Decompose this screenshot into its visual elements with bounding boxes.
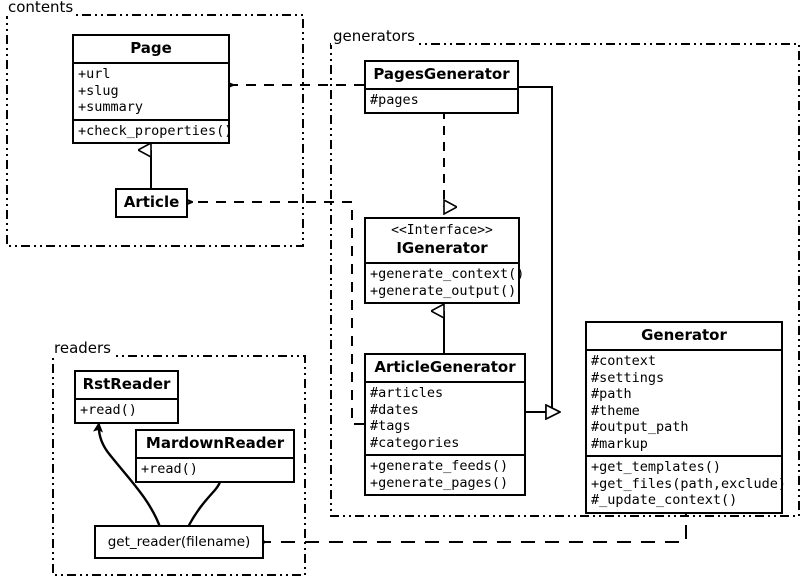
class-box-pages-generator[interactable]: PagesGenerator #pages: [364, 60, 519, 114]
class-operations-article-generator: +generate_feeds() +generate_pages(): [366, 454, 524, 494]
class-title-mardown-reader: MardownReader: [145, 434, 285, 452]
attribute: +url: [78, 66, 111, 82]
class-box-rst-reader[interactable]: RstReader +read(): [74, 370, 179, 424]
attribute: #articles: [370, 385, 444, 401]
class-title-page: Page: [130, 39, 172, 57]
operation: +generate_output(): [370, 282, 517, 299]
attribute: +summary: [78, 99, 144, 115]
attribute: #theme: [591, 402, 640, 419]
attribute: #path: [591, 386, 632, 402]
package-border-contents: [6, 14, 304, 247]
relation-generator-to-get-reader: [265, 501, 687, 542]
package-label-readers: readers: [52, 339, 113, 357]
package-border-readers: [52, 355, 306, 576]
class-operations-igenerator: +generate_context() +generate_output(): [366, 262, 525, 302]
class-box-article-generator[interactable]: ArticleGenerator #articles #dates #tags …: [364, 353, 526, 496]
operation: +read(): [141, 461, 198, 477]
class-stereotype-igenerator: <<Interface>>: [391, 223, 493, 238]
operation: +generate_pages(): [370, 474, 509, 491]
function-box-get-reader[interactable]: get_reader(filename): [94, 525, 264, 559]
function-label-get-reader: get_reader(filename): [107, 534, 251, 550]
operation: #_update_context(): [591, 492, 738, 508]
operation: +check_properties(): [78, 122, 233, 139]
class-attributes-article-generator: #articles #dates #tags #categories: [366, 381, 524, 454]
class-operations-mardown-reader: +read(): [137, 457, 293, 481]
attribute: #categories: [370, 434, 460, 451]
class-operations-generator: +get_templates() +get_files(path,exclude…: [587, 455, 787, 512]
attribute: #dates: [370, 401, 419, 418]
class-attributes-generator: #context #settings #path #theme #output_…: [587, 349, 781, 455]
class-box-igenerator[interactable]: <<Interface>> IGenerator +generate_conte…: [364, 217, 525, 304]
attribute: #context: [591, 353, 657, 369]
attribute: #output_path: [591, 419, 689, 435]
package-label-generators: generators: [331, 27, 417, 45]
class-operations-rst-reader: +read(): [76, 398, 177, 422]
class-box-page[interactable]: Page +url +slug +summary +check_properti…: [72, 34, 233, 144]
class-attributes-page: +url +slug +summary: [74, 62, 228, 119]
attribute: +slug: [78, 82, 119, 99]
class-header-igenerator: <<Interface>> IGenerator: [366, 219, 518, 262]
class-title-rst-reader: RstReader: [82, 375, 171, 393]
package-border-generators: [330, 43, 800, 517]
operation: +generate_context(): [370, 266, 525, 282]
class-box-generator[interactable]: Generator #context #settings #path #them…: [585, 321, 787, 514]
class-title-igenerator: IGenerator: [396, 239, 488, 257]
package-label-contents: contents: [6, 0, 76, 16]
class-box-article[interactable]: Article: [115, 188, 188, 218]
operation: +generate_feeds(): [370, 458, 509, 474]
relation-articlegenerator-to-article: [192, 202, 364, 425]
attribute: #pages: [370, 92, 419, 108]
class-title-generator: Generator: [641, 326, 727, 344]
class-operations-page: +check_properties(): [74, 118, 233, 143]
operation: +get_files(path,exclude): [591, 475, 787, 492]
attribute: #markup: [591, 435, 648, 452]
attribute: #settings: [591, 369, 665, 386]
operation: +get_templates(): [591, 459, 722, 475]
operation: +read(): [80, 402, 137, 418]
class-attributes-pages-generator: #pages: [366, 88, 517, 112]
relation-get-reader-to-rstreader: [93, 421, 162, 528]
attribute: #tags: [370, 418, 411, 434]
class-title-article: Article: [123, 193, 180, 211]
class-title-article-generator: ArticleGenerator: [374, 358, 516, 376]
class-title-pages-generator: PagesGenerator: [373, 65, 510, 83]
class-box-mardown-reader[interactable]: MardownReader +read(): [135, 429, 295, 483]
